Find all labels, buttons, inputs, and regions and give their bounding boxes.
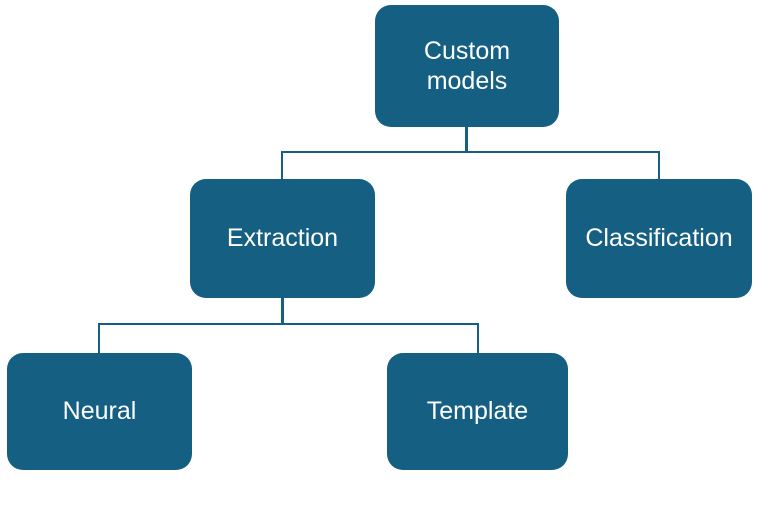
node-extraction-label: Extraction	[226, 224, 339, 253]
connector-extraction-template	[477, 323, 479, 354]
connector-tier1-horizontal	[281, 151, 660, 153]
node-classification-label: Classification	[585, 224, 733, 253]
connector-extraction-stub	[281, 297, 284, 325]
connector-root-classification	[658, 151, 660, 180]
connector-root-stub	[465, 126, 468, 153]
connector-tier2-horizontal	[98, 323, 479, 325]
node-custom-models-label: Custom models	[423, 36, 511, 96]
node-template-label: Template	[426, 397, 529, 426]
node-custom-models: Custom models	[375, 5, 559, 127]
node-neural-label: Neural	[62, 397, 137, 426]
node-template: Template	[387, 353, 568, 470]
node-classification: Classification	[566, 179, 752, 298]
node-neural: Neural	[7, 353, 192, 470]
connector-root-extraction	[281, 151, 283, 180]
node-extraction: Extraction	[190, 179, 375, 298]
connector-extraction-neural	[98, 323, 100, 354]
